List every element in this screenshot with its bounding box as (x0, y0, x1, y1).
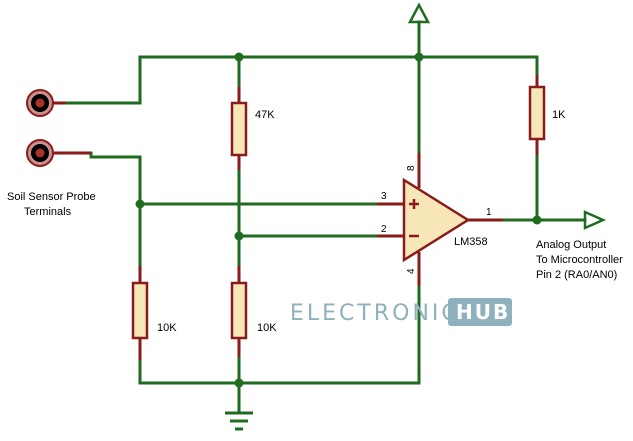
wire-probe1 (63, 55, 142, 105)
wire-probe2-b (89, 151, 142, 206)
resistor-1k (528, 75, 546, 155)
wires (63, 20, 587, 415)
probe-label-line2: Terminals (24, 206, 72, 218)
pin-inv-label: 2 (381, 224, 387, 235)
watermark-badge-bg (448, 298, 512, 326)
probe-terminal-2 (26, 139, 91, 167)
pin-noninv-label: 3 (381, 191, 387, 202)
opamp-lm358 (377, 153, 503, 286)
resistor-10k-mid (230, 266, 248, 357)
ground-icon (225, 411, 253, 431)
junction-node-a (135, 199, 145, 209)
pin-out-label: 1 (486, 207, 492, 218)
output-label-line2: To Microcontroller (536, 254, 623, 266)
opamp-label: LM358 (454, 236, 488, 248)
pin-gnd-label: 4 (406, 268, 417, 274)
probe-label-line1: Soil Sensor Probe (7, 191, 96, 203)
junction-div-top (234, 52, 244, 62)
junction-gnd-node (234, 378, 244, 388)
r1k-label: 1K (552, 109, 566, 121)
junctions (135, 52, 542, 388)
r10k-mid-label: 10K (257, 322, 277, 334)
probe-terminal-1 (26, 89, 66, 117)
resistor-47k (230, 87, 248, 170)
r10k-left-label: 10K (157, 322, 177, 334)
watermark: ELECTRONICS HUB (290, 298, 512, 326)
output-label-line3: Pin 2 (RA0/AN0) (536, 269, 617, 281)
pin-vcc-label: 8 (406, 165, 417, 171)
watermark-badge-text: HUB (456, 300, 510, 324)
vcc-arrow-icon (407, 2, 431, 24)
r47k-label: 47K (255, 109, 275, 121)
watermark-text: ELECTRONICS (290, 301, 477, 326)
junction-output (532, 215, 542, 225)
junction-vcc (414, 52, 424, 62)
output-arrow-icon (583, 210, 607, 230)
resistor-10k-left (131, 266, 149, 360)
junction-div-mid (234, 231, 244, 241)
output-label-line1: Analog Output (536, 239, 606, 251)
